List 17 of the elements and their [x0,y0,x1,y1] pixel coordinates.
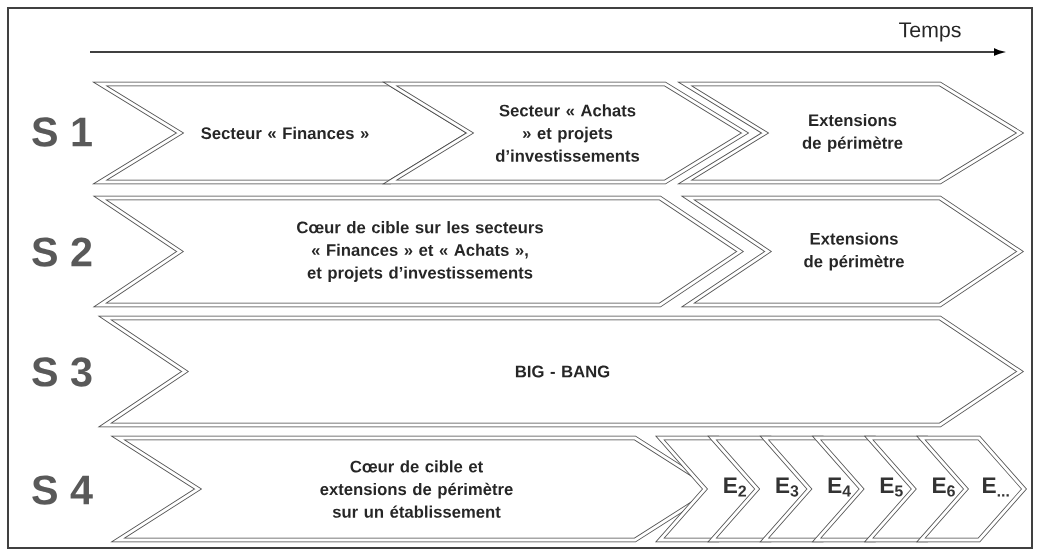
row-label: S 3 [32,357,92,387]
chevron-box: BIG - BANG [97,315,1025,428]
row-label: S 2 [32,237,92,267]
node-label: E$_{4}$ [828,477,851,497]
chevron-box: Secteur « Achats » et projets d’investissements [381,81,750,185]
node-label: E$_{5}$ [880,477,903,497]
axis-label: Temps [899,22,961,42]
node-label: E$_{6}$ [933,477,955,497]
chevron-box: Extensions de périmètre [676,81,1025,185]
node-label: E$_{2}$ [724,477,747,497]
chevron-box: Cœur de cible et extensions de périmètre sur un établissement [110,435,720,543]
node-label: E$_{3}$ [776,477,799,497]
row-label: S 4 [32,475,93,505]
chevron-box: Cœur de cible sur les secteurs « Finances » et « Achats », et projets d’investissements [92,195,745,308]
chevron-box: Extensions de périmètre [680,195,1025,308]
row-label: S 1 [32,117,92,147]
node-label: E$_{...}$ [983,477,1009,497]
